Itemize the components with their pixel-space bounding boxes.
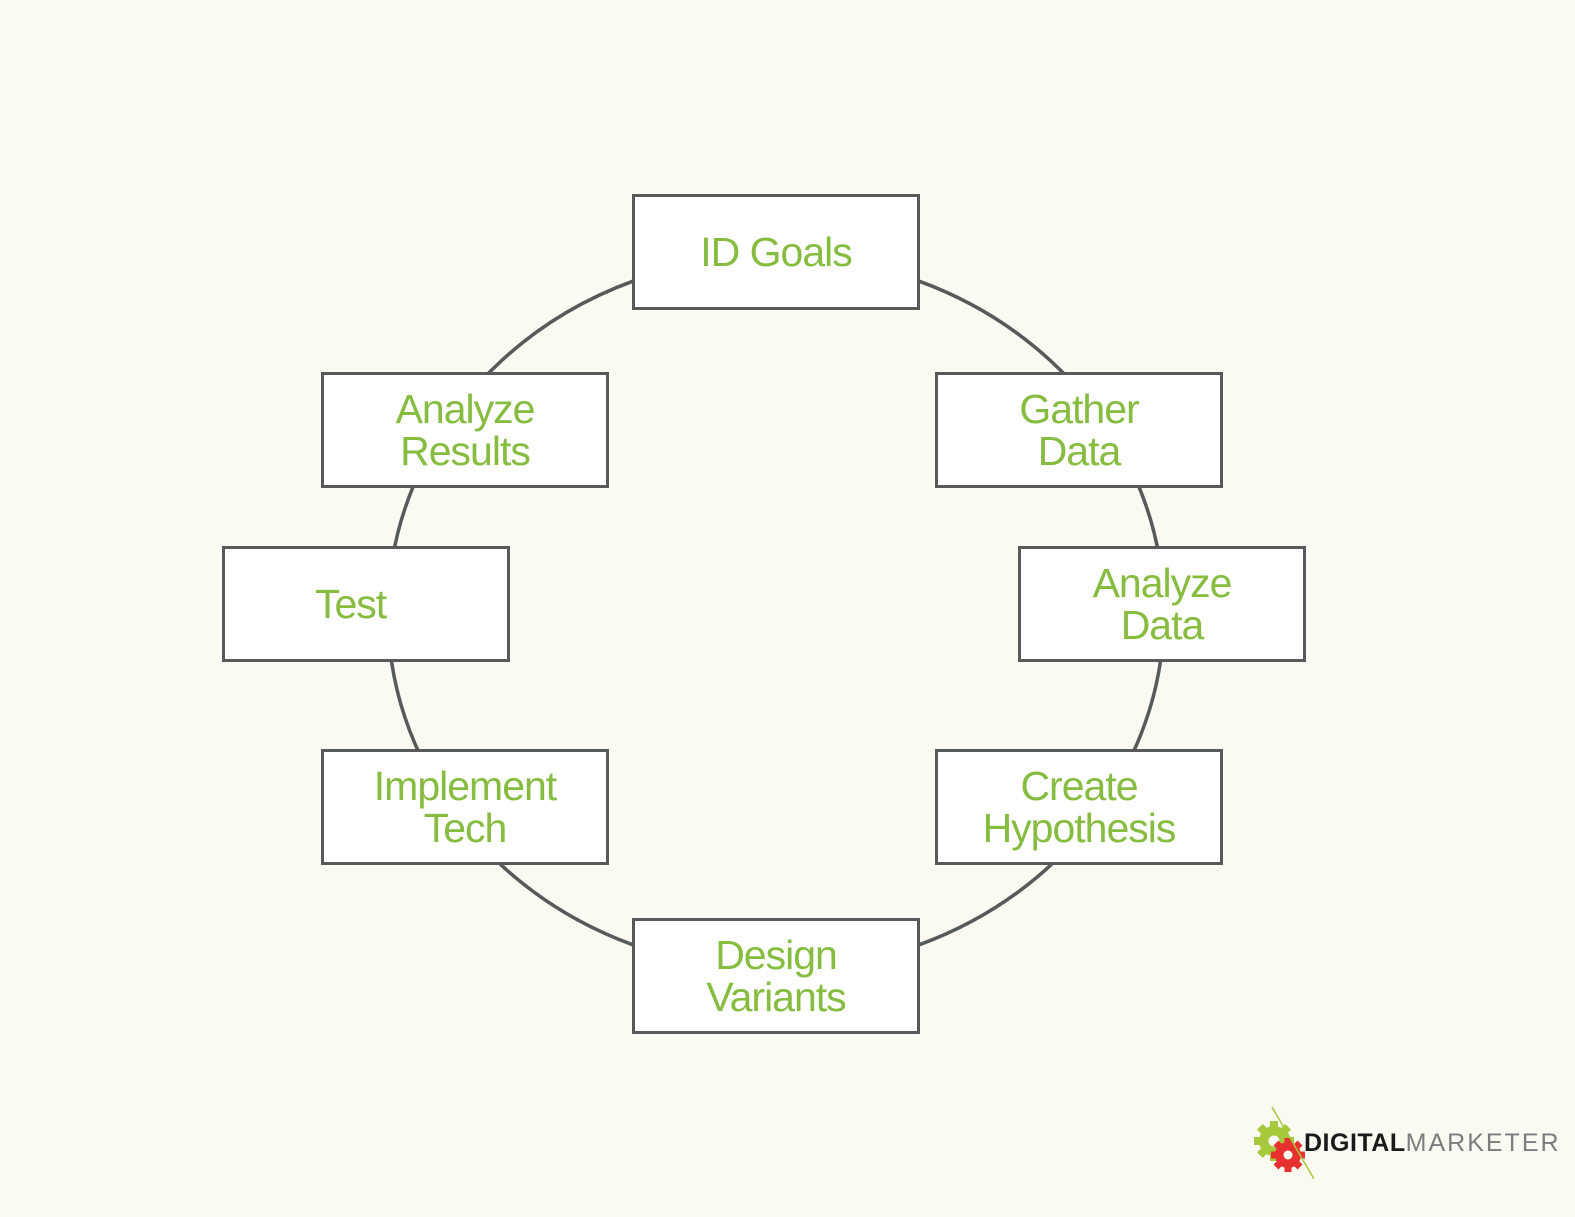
- step-label: Implement Tech: [373, 763, 557, 851]
- step-label: Analyze Data: [1092, 560, 1233, 648]
- step-create-hypothesis: Create Hypothesis: [935, 749, 1223, 865]
- step-label: Gather Data: [1019, 386, 1139, 474]
- step-label: Design Variants: [706, 932, 846, 1020]
- step-gather-data: Gather Data: [935, 372, 1223, 488]
- step-analyze-data: Analyze Data: [1018, 546, 1306, 662]
- step-analyze-results: Analyze Results: [321, 372, 609, 488]
- step-implement-tech: Implement Tech: [321, 749, 609, 865]
- step-design-variants: Design Variants: [632, 918, 920, 1034]
- gears-icon: [1254, 1106, 1314, 1180]
- step-label: ID Goals: [700, 229, 852, 275]
- digital-marketer-logo: DIGITAL MARKETER: [1252, 1105, 1561, 1181]
- step-label: Create Hypothesis: [982, 763, 1177, 851]
- logo-name-bold: DIGITAL: [1304, 1128, 1406, 1157]
- logo-name-light: MARKETER: [1405, 1128, 1561, 1157]
- step-id-goals: ID Goals: [632, 194, 920, 310]
- step-label: Test: [315, 581, 387, 627]
- step-test: Test: [222, 546, 510, 662]
- step-label: Analyze Results: [395, 386, 536, 474]
